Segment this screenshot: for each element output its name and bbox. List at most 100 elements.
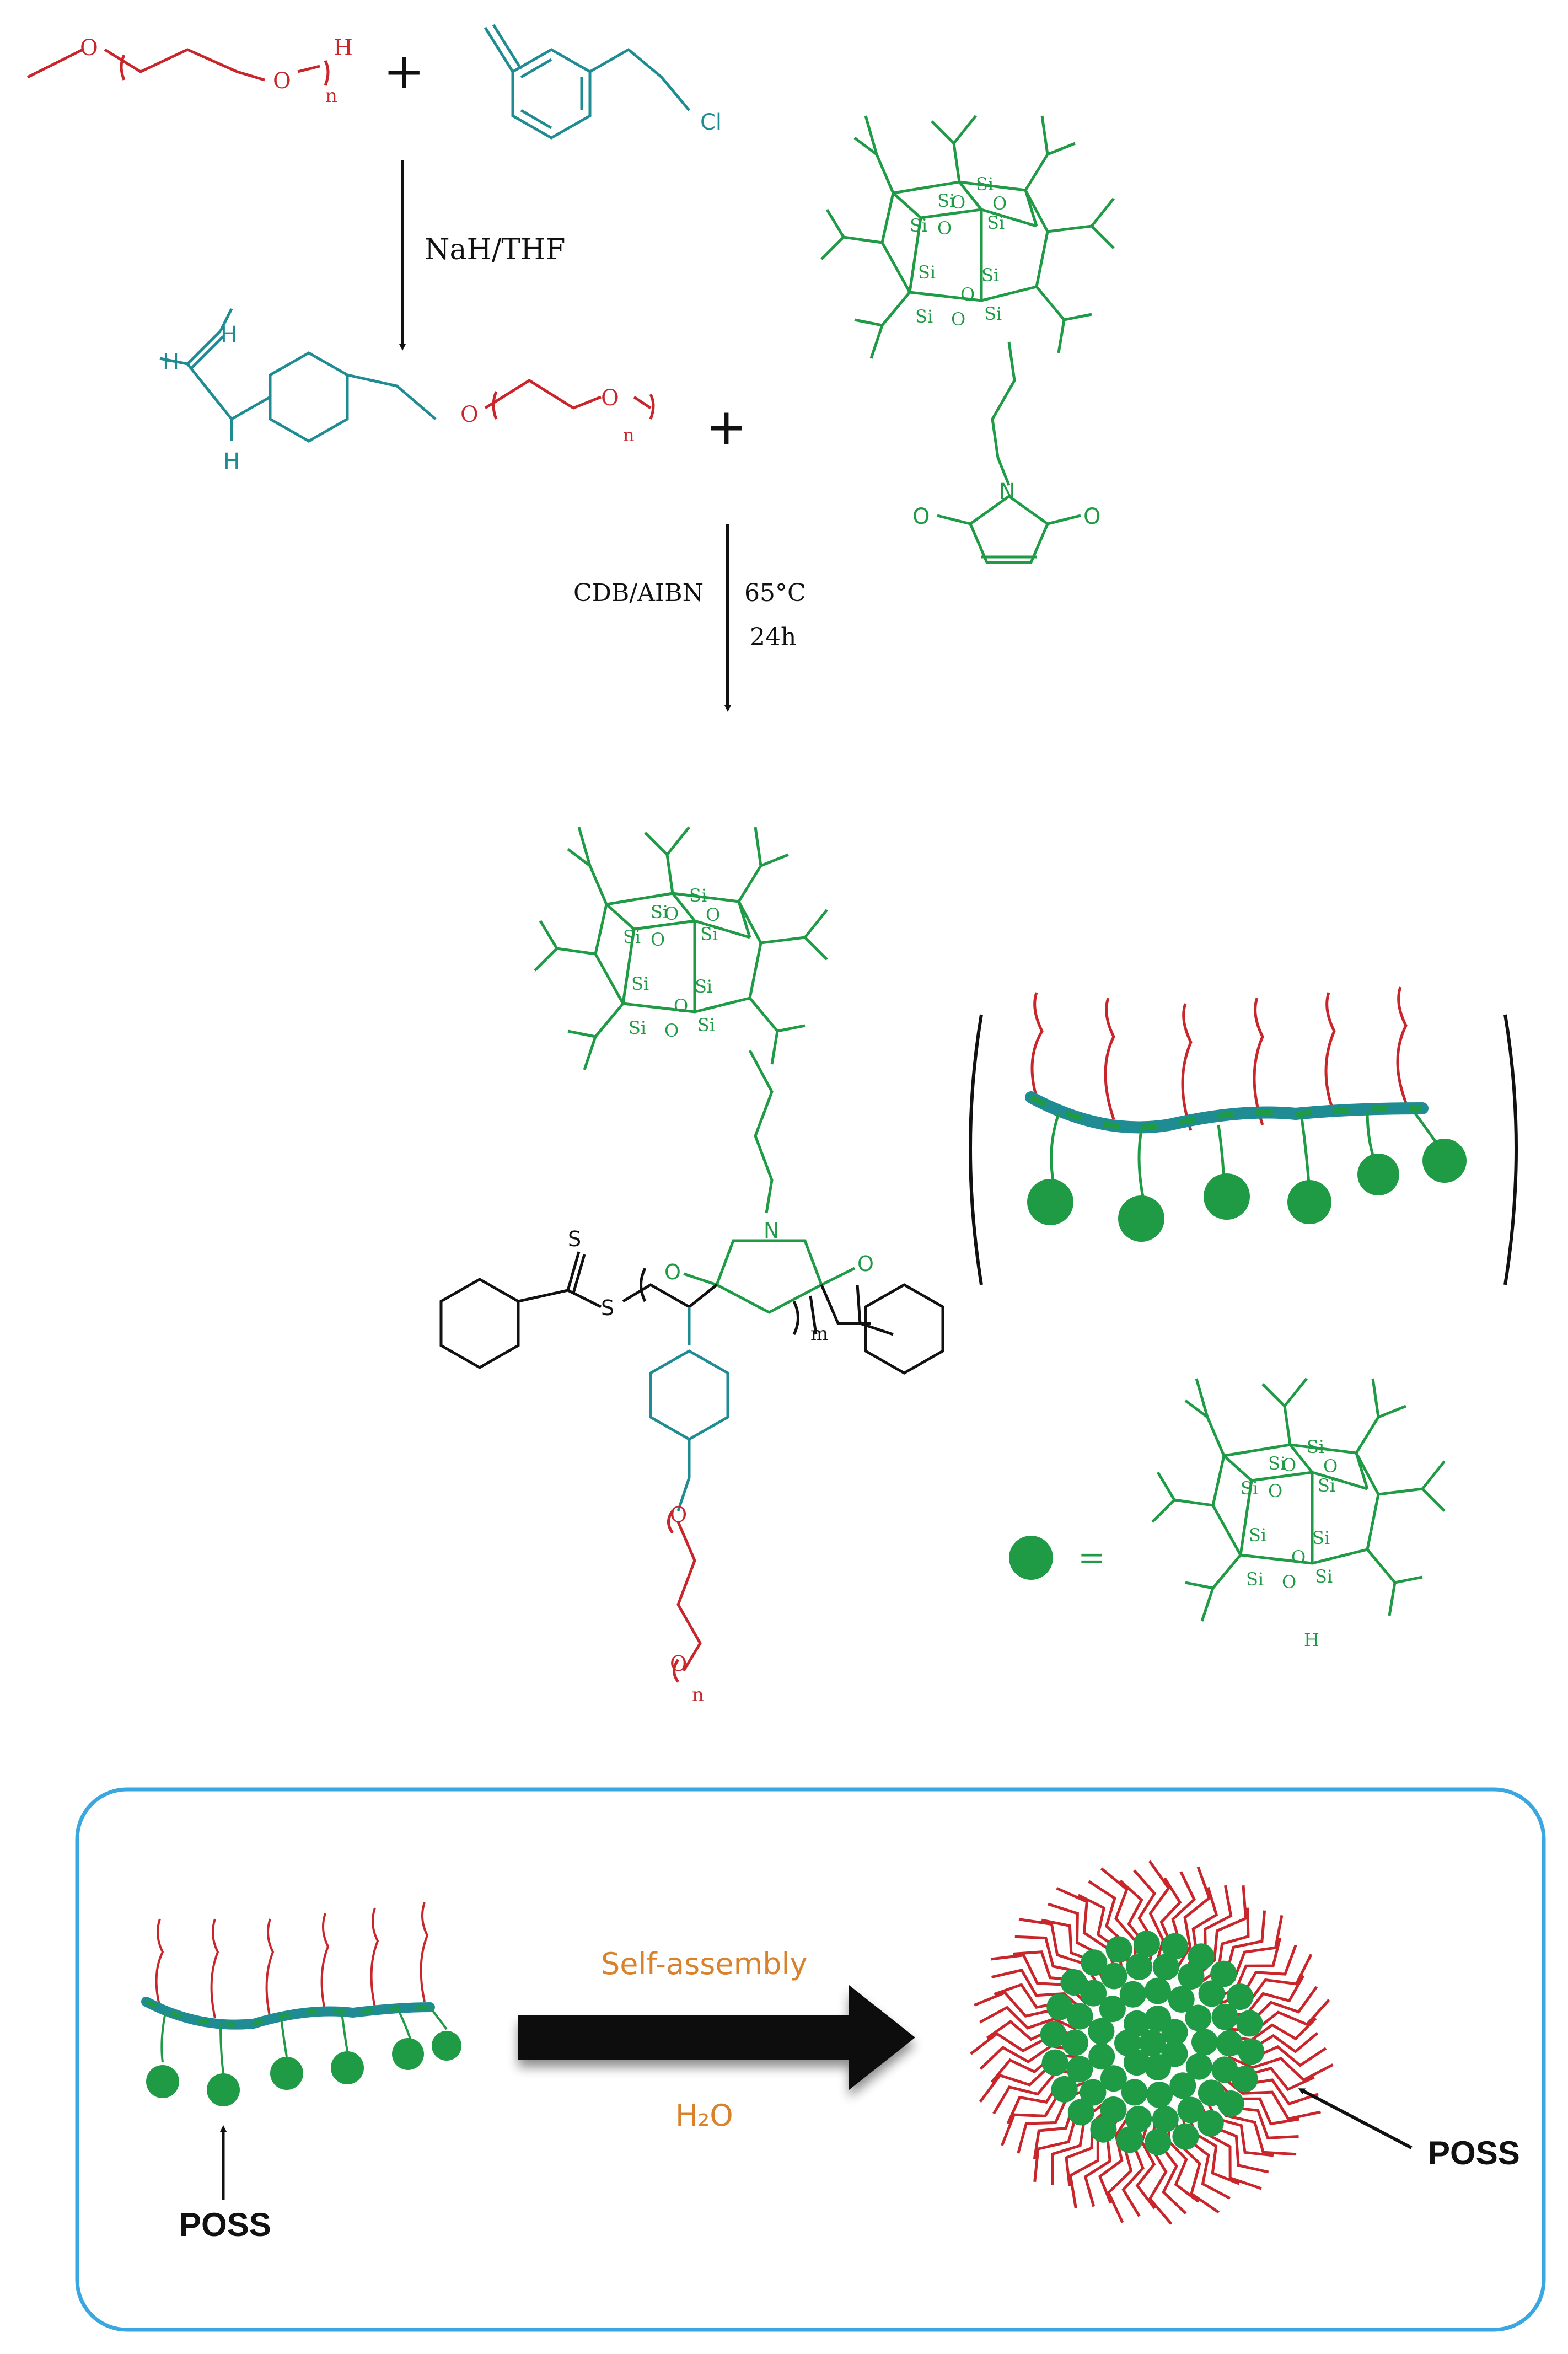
conditions-cdb-aibn: CDB/AIBN — [573, 579, 704, 607]
micelle-poss-bead — [1100, 1962, 1127, 1990]
peg-o-1: O — [80, 35, 98, 61]
micelle-poss-bead — [1231, 2066, 1258, 2093]
inter-h-3: H — [223, 449, 240, 474]
poss-cage-labels-top: Si Si Si Si Si Si Si Si O O O O O — [910, 174, 1007, 330]
conditions-nah-thf: NaH/THF — [425, 233, 565, 266]
micelle-poss-bead — [1185, 2053, 1212, 2080]
micelle-poss-bead — [1041, 2049, 1068, 2076]
product-s-thioether: S — [601, 1296, 614, 1320]
micelle-poss-bead — [1227, 1983, 1254, 2010]
peg-subscript-n: n — [325, 85, 337, 107]
micelle-poss-bead — [1100, 2096, 1127, 2123]
micelle-corona-chain — [1175, 1866, 1211, 1971]
micelle-poss-bead — [1144, 1977, 1171, 2004]
poss-cage-labels-product: Si Si Si Si Si Si Si Si O O O O O — [623, 885, 720, 1041]
inter-o-1: O — [460, 402, 479, 427]
micelle-poss-bead — [1168, 1986, 1195, 2013]
poss-pointer-right — [1298, 2088, 1413, 2149]
svg-text:Si: Si — [1318, 1475, 1335, 1496]
micelle-poss-bead — [1124, 2010, 1150, 2037]
micelle-corona-chain — [1224, 1975, 1305, 2018]
svg-text:Si: Si — [1307, 1436, 1324, 1457]
micelle-poss-bead — [1062, 2029, 1088, 2056]
poss-legend-dot — [1009, 1536, 1053, 1580]
poss-maleimide — [821, 116, 1114, 564]
svg-text:O: O — [1291, 1547, 1306, 1568]
micelle-poss-bead — [1139, 2030, 1166, 2056]
inter-h-1: H — [221, 322, 237, 347]
svg-text:Si: Si — [976, 174, 994, 195]
peg-h: H — [334, 35, 353, 61]
svg-text:Si: Si — [1315, 1566, 1333, 1587]
product-copolymer — [439, 827, 944, 1683]
svg-text:Si: Si — [981, 265, 999, 286]
svg-text:Si: Si — [697, 1015, 715, 1036]
micelle-poss-bead — [1040, 2021, 1067, 2048]
micelle-poss-bead — [1238, 2038, 1265, 2065]
product-o-1: O — [664, 1260, 681, 1284]
maleimide-o-2: O — [1083, 504, 1100, 529]
svg-text:O: O — [951, 192, 965, 213]
svg-text:O: O — [951, 309, 965, 330]
polymer-cartoon-small — [141, 1902, 461, 2200]
svg-text:O: O — [1282, 1572, 1296, 1592]
plus-sign-1: + — [383, 42, 425, 100]
svg-text:O: O — [664, 1020, 679, 1041]
micelle-poss-bead — [1177, 2096, 1204, 2124]
product-subscript-m: m — [810, 1323, 828, 1345]
product-o-3: O — [670, 1503, 687, 1527]
svg-text:Si: Si — [1246, 1569, 1264, 1590]
poss-cage-labels-legend: Si Si Si Si Si Si Si Si O O O O O — [1241, 1436, 1338, 1592]
vbc-cl: Cl — [700, 110, 722, 135]
micelle-poss-bead — [1125, 2105, 1152, 2132]
svg-text:Si: Si — [1241, 1478, 1258, 1499]
micelle-corona-chain — [1227, 2055, 1334, 2082]
micelle-poss-bead — [1152, 1954, 1179, 1981]
svg-text:Si: Si — [910, 215, 927, 236]
poss-label-right: POSS — [1428, 2135, 1520, 2171]
micelle-corona-chain — [979, 2044, 1076, 2070]
svg-text:O: O — [1268, 1481, 1282, 1502]
micelle-poss-bead — [1216, 2030, 1243, 2057]
svg-text:O: O — [937, 218, 952, 239]
svg-text:Si: Si — [918, 262, 936, 283]
micelle-poss-bead — [1080, 2079, 1107, 2106]
label-self-assembly: Self-assembly — [601, 1947, 807, 1981]
micelle-poss-bead — [1099, 1996, 1126, 2023]
micelle-poss-bead — [1105, 1936, 1132, 1963]
poss-label-left: POSS — [179, 2206, 271, 2243]
micelle-poss-bead — [1198, 2079, 1225, 2106]
micelle-poss-bead — [1080, 1980, 1107, 2007]
vinylbenzyl-chloride — [484, 24, 690, 140]
micelle-poss-bead — [1121, 2079, 1148, 2106]
inter-o-2: O — [601, 385, 619, 411]
svg-text:O: O — [1323, 1456, 1338, 1477]
micelle-poss-bead — [1169, 2072, 1196, 2099]
micelle-poss-bead — [1217, 2090, 1244, 2117]
micelle — [970, 1860, 1334, 2225]
svg-text:Si: Si — [629, 1017, 646, 1038]
micelle-poss-bead — [1119, 1981, 1146, 2008]
micelle-poss-bead — [1066, 2003, 1093, 2030]
micelle-poss-bead — [1161, 1933, 1188, 1960]
svg-text:Si: Si — [987, 212, 1005, 233]
poss-cage-legend — [1152, 1379, 1445, 1621]
micelle-corona-chain — [1098, 2115, 1130, 2204]
micelle-poss-bead — [1046, 1993, 1073, 2020]
maleimide-n: N — [999, 479, 1016, 505]
micelle-poss-bead — [1066, 2056, 1093, 2083]
svg-text:Si: Si — [623, 926, 641, 947]
peg-o-2: O — [273, 68, 291, 94]
micelle-corona-chain — [1167, 2118, 1200, 2203]
micelle-corona-chain — [1228, 2017, 1317, 2042]
svg-text:Si: Si — [631, 973, 649, 994]
micelle-poss-bead — [1088, 2018, 1115, 2045]
legend-cage-h: H — [1304, 1629, 1319, 1650]
svg-text:O: O — [992, 193, 1007, 214]
svg-text:O: O — [674, 995, 688, 1016]
micelle-poss-bead — [1197, 2110, 1224, 2137]
product-n: N — [764, 1219, 779, 1243]
svg-text:O: O — [1282, 1455, 1296, 1476]
svg-text:Si: Si — [695, 976, 712, 997]
micelle-poss-bead — [1145, 2128, 1172, 2155]
